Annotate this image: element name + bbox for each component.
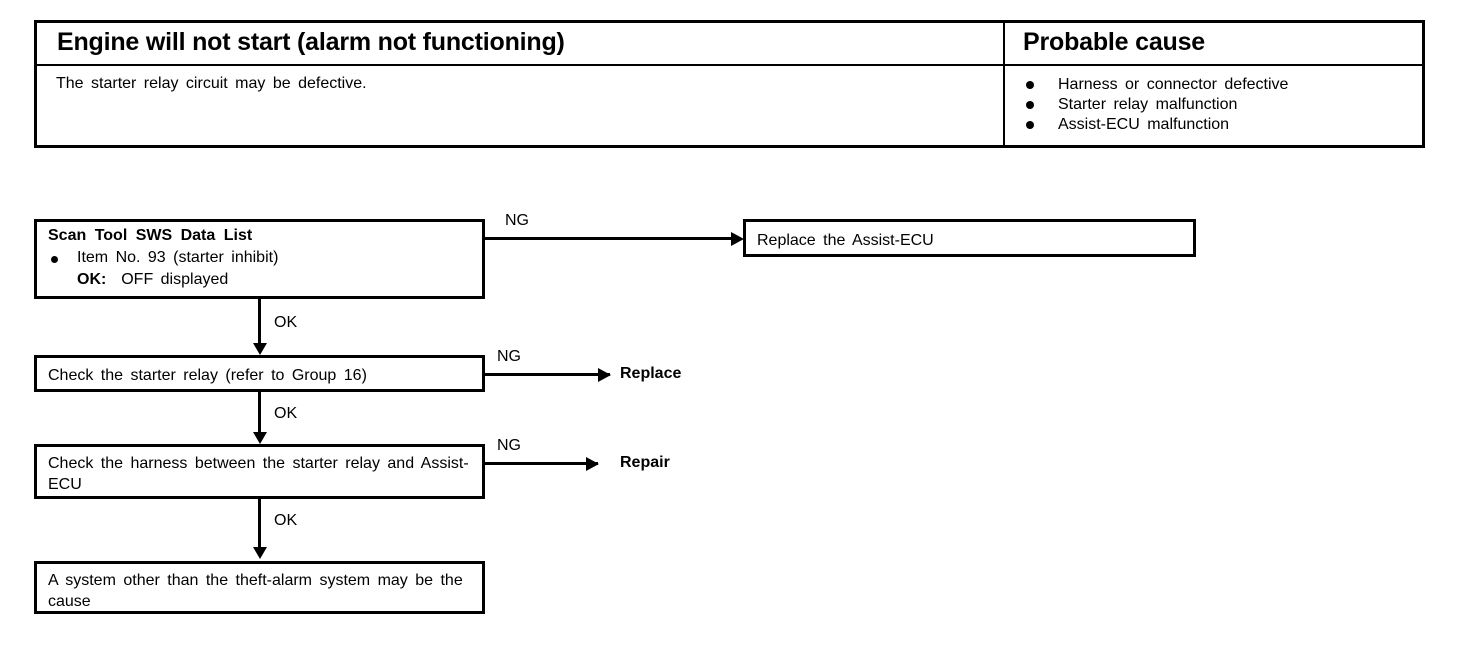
edge-label-ok3: OK — [274, 512, 298, 529]
scan-tool-item-text: Item No. 93 (starter inhibit) — [77, 249, 279, 266]
edge-label-ng2: NG — [497, 348, 521, 365]
table-body-row: The starter relay circuit may be defecti… — [37, 66, 1422, 145]
flow-box-check-harness: Check the harness between the starter re… — [34, 444, 485, 499]
edge-label-ok1: OK — [274, 314, 298, 331]
probable-cause-text: Harness or connector defective — [1058, 76, 1289, 93]
flow-box-check-starter-relay: Check the starter relay (refer to Group … — [34, 355, 485, 392]
other-system-text: A system other than the theft-alarm syst… — [48, 572, 463, 610]
connector-ok3-line — [258, 499, 261, 547]
connector-ng2-line — [485, 373, 610, 376]
scan-tool-item: Item No. 93 (starter inhibit) — [48, 249, 278, 267]
scan-tool-title: Scan Tool SWS Data List — [48, 227, 253, 244]
table-column-divider — [1003, 23, 1005, 145]
bullet-icon — [1026, 121, 1034, 129]
probable-cause-list: Harness or connector defective Starter r… — [1022, 75, 1288, 135]
edge-label-ok2: OK — [274, 405, 298, 422]
table-header-row: Engine will not start (alarm not functio… — [37, 23, 1422, 66]
flow-box-other-system-cause: A system other than the theft-alarm syst… — [34, 561, 485, 614]
connector-ok1-line — [258, 299, 261, 343]
connector-ng3-line — [485, 462, 598, 465]
check-starter-relay-text: Check the starter relay (refer to Group … — [48, 367, 367, 384]
symptom-description: The starter relay circuit may be defecti… — [56, 75, 367, 92]
edge-label-ng1: NG — [505, 212, 529, 229]
connector-ng3-arrow — [586, 456, 599, 471]
scan-tool-ok-value: OFF displayed — [121, 271, 229, 288]
connector-ok2-arrow — [252, 432, 267, 444]
probable-cause-text: Assist-ECU malfunction — [1058, 116, 1230, 133]
list-item: Starter relay malfunction — [1022, 95, 1288, 115]
connector-ng2-arrow — [598, 367, 611, 382]
bullet-icon — [51, 256, 58, 263]
replace-assist-ecu-text: Replace the Assist-ECU — [757, 232, 934, 249]
connector-ok3-arrow — [252, 547, 267, 559]
flow-box-scan-tool: Scan Tool SWS Data List Item No. 93 (sta… — [34, 219, 485, 299]
symptom-table: Engine will not start (alarm not functio… — [34, 20, 1425, 148]
scan-tool-ok-line: OK: OFF displayed — [77, 271, 228, 289]
flow-box-replace-assist-ecu: Replace the Assist-ECU — [743, 219, 1196, 257]
scan-tool-ok-prefix: OK: — [77, 271, 107, 288]
connector-ng1-arrow — [731, 231, 744, 246]
terminal-replace: Replace — [620, 365, 682, 382]
bullet-icon — [1026, 101, 1034, 109]
connector-ok1-arrow — [252, 343, 267, 355]
probable-cause-text: Starter relay malfunction — [1058, 96, 1238, 113]
list-item: Harness or connector defective — [1022, 75, 1288, 95]
column-header-probable-cause: Probable cause — [1023, 28, 1206, 56]
connector-ng1-line — [485, 237, 731, 240]
bullet-icon — [1026, 81, 1034, 89]
list-item: Assist-ECU malfunction — [1022, 115, 1288, 135]
column-header-symptom: Engine will not start (alarm not functio… — [57, 28, 565, 56]
terminal-repair: Repair — [620, 454, 670, 471]
check-harness-text: Check the harness between the starter re… — [48, 455, 469, 493]
connector-ok2-line — [258, 392, 261, 432]
edge-label-ng3: NG — [497, 437, 521, 454]
